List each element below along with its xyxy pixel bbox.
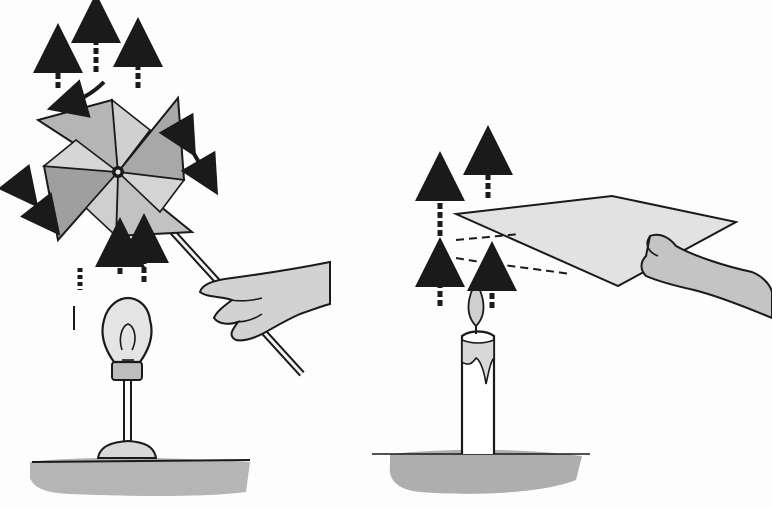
right-panel xyxy=(372,150,772,494)
candle-flame xyxy=(469,282,484,326)
candle xyxy=(462,282,494,454)
hand-right xyxy=(642,235,772,318)
table-wash-right xyxy=(390,450,582,494)
pinwheel xyxy=(38,98,192,240)
lamp xyxy=(98,298,156,458)
air-arrows-right xyxy=(440,150,492,308)
left-panel xyxy=(26,18,330,496)
hand-left xyxy=(200,262,330,340)
table-wash-left xyxy=(30,458,250,496)
